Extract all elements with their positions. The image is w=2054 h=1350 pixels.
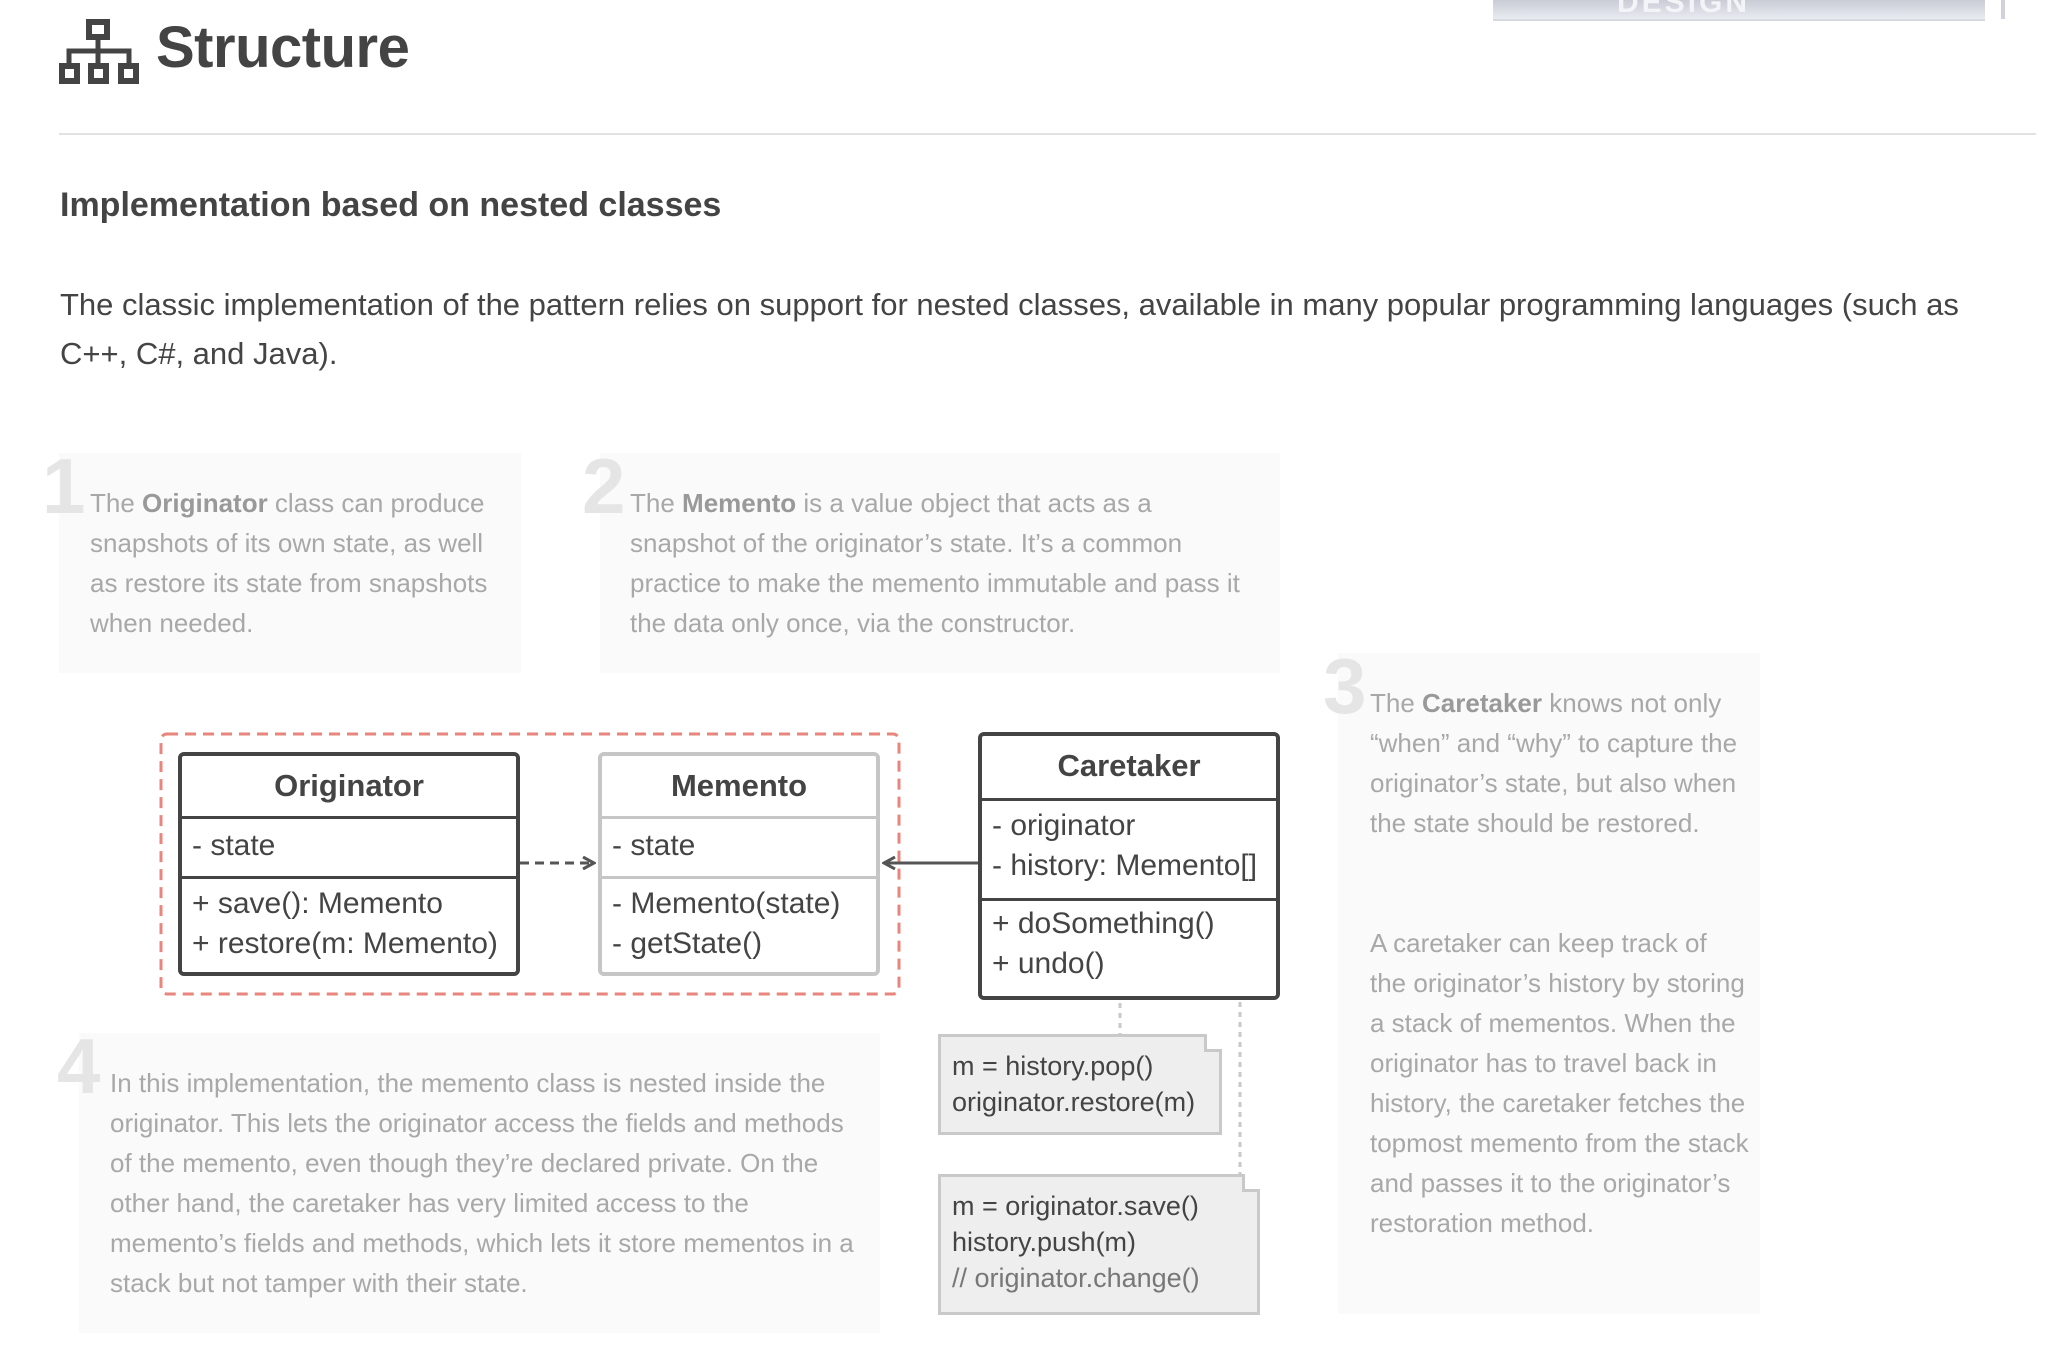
code-line: m = history.pop() [952,1051,1154,1081]
note-caretaker [1338,653,1760,1314]
note-text: In this implementation, the memento clas… [110,1068,854,1298]
note-bold-term: Memento [682,488,797,518]
code-comment-line: // originator.change() [952,1263,1200,1293]
code-line: m = originator.save() [952,1191,1199,1221]
note-text: The Caretaker knows not only “when” and … [1370,688,1738,838]
caretaker-class: Caretaker - originator - history: Mement… [978,732,1280,1000]
method-line: + doSomething() [992,907,1215,940]
method-line: - getState() [612,927,763,960]
note-number: 4 [57,1022,101,1110]
method-line: + restore(m: Memento) [192,927,498,960]
field-line: - history: Memento[] [992,849,1258,882]
note-text: The Originator class can produce snapsho… [90,488,488,638]
memento-class: Memento - state - Memento(state) - getSt… [598,752,880,976]
code-line: history.push(m) [952,1227,1137,1257]
note-originator [59,453,521,673]
divider [59,133,2036,135]
fields-section: - originator - history: Memento[] [982,798,1276,901]
banner-text: DESIGN [1617,0,1751,19]
banner-edge [2001,0,2005,19]
field-line: - state [192,829,276,862]
note-text: The Memento is a value object that acts … [630,488,1240,638]
sitemap-icon [59,19,139,84]
note-fold [1204,1034,1222,1052]
methods-section: - Memento(state) - getState() [602,876,876,972]
field-line: - originator [992,809,1136,842]
note-fold [1242,1174,1260,1192]
note-number: 3 [1323,642,1367,730]
code-line: originator.restore(m) [952,1087,1196,1117]
note-nesting [79,1033,880,1333]
undo-code-note: m = history.pop() originator.restore(m) [938,1034,1222,1135]
fields-section: - state [602,816,876,879]
note-number: 1 [42,442,86,530]
class-name: Caretaker [1057,748,1201,783]
note-number: 2 [582,442,626,530]
fields-section: - state [182,816,516,879]
method-line: + undo() [992,947,1105,980]
nesting-boundary [159,732,901,996]
section-subheading: Implementation based on nested classes [60,186,722,224]
methods-section: + doSomething() + undo() [982,898,1276,996]
page-title: Structure [156,15,410,80]
method-line: - Memento(state) [612,887,841,920]
intro-paragraph: The classic implementation of the patter… [60,287,1959,371]
top-banner: DESIGN [1493,0,1985,21]
field-line: - state [612,829,696,862]
note-text-paragraph: A caretaker can keep track of the origin… [1370,928,1749,1238]
method-line: + save(): Memento [192,887,443,920]
originator-class: Originator - state + save(): Memento + r… [178,752,520,976]
class-name: Originator [274,768,424,803]
note-bold-term: Caretaker [1422,688,1543,718]
methods-section: + save(): Memento + restore(m: Memento) [182,876,516,972]
do-code-note: m = originator.save() history.push(m) //… [938,1174,1260,1315]
class-name: Memento [670,768,808,803]
note-memento [600,453,1280,673]
note-bold-term: Originator [142,488,268,518]
